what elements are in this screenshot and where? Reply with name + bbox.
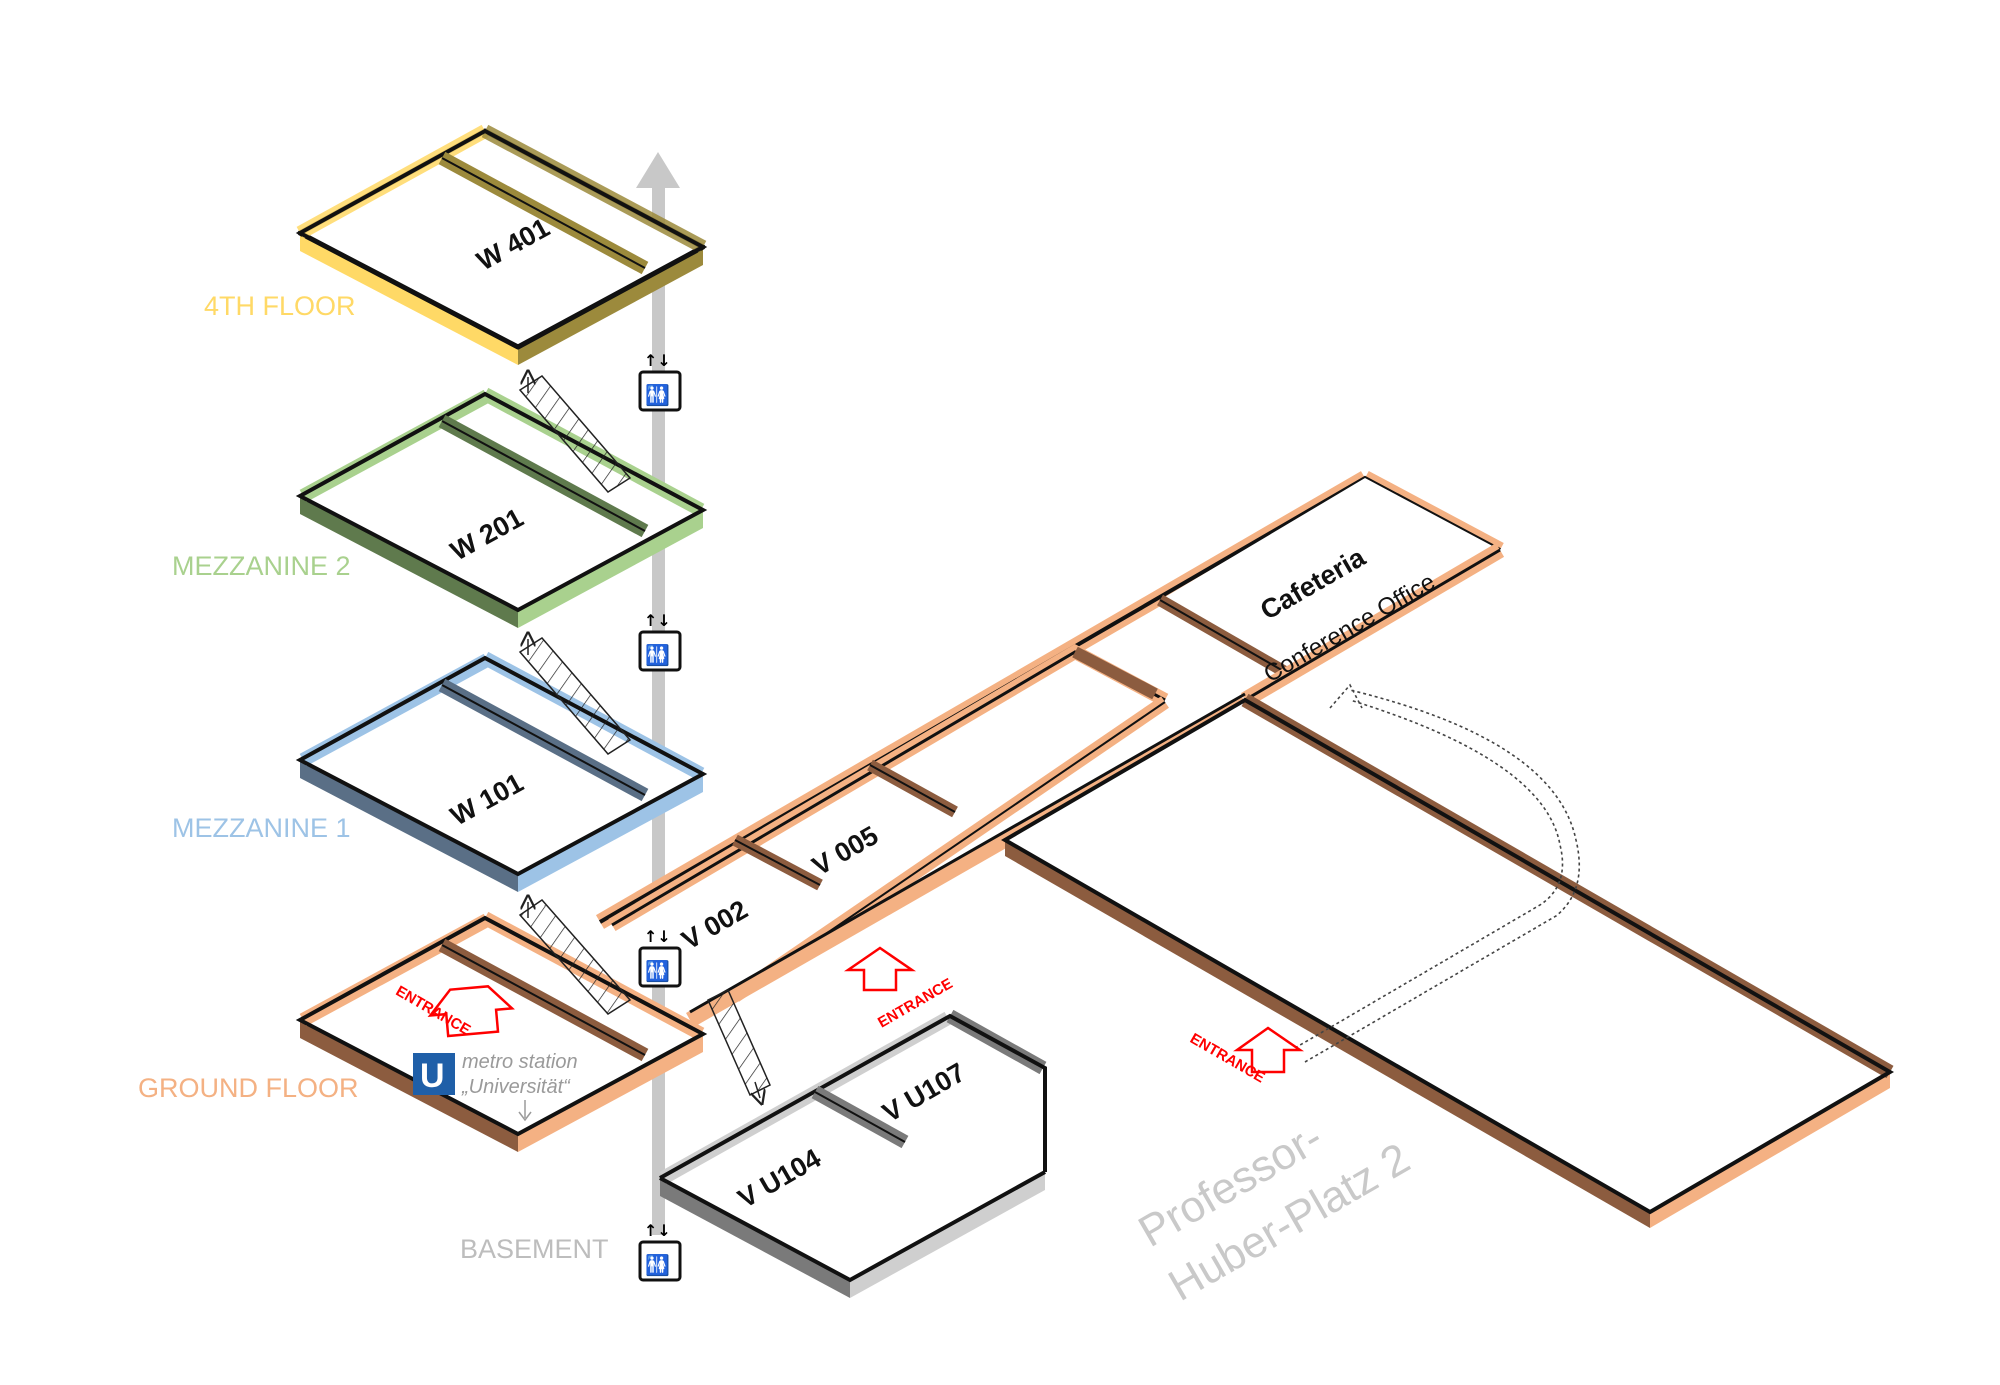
- floor-label-4th: 4TH FLOOR: [204, 291, 356, 321]
- svg-text:U: U: [420, 1057, 445, 1095]
- svg-text:🚻: 🚻: [645, 383, 670, 407]
- floor-label-mezzanine-2: MEZZANINE 2: [172, 551, 351, 581]
- floor-ground-hall: [1001, 683, 1894, 1228]
- floor-ground-corridor: V 002 V 005 Cafeteria Conference Office: [595, 470, 1505, 1027]
- floor-4th: W 401: [295, 124, 708, 365]
- entrance-arrow-icon: [427, 985, 515, 1038]
- floor-mezzanine-2: W 201: [295, 387, 708, 628]
- floor-label-basement: BASEMENT: [460, 1234, 609, 1264]
- elevator-icon[interactable]: ↑↓ 🚻: [638, 351, 682, 412]
- elevator-icon[interactable]: ↑↓ 🚻: [638, 927, 682, 988]
- floor-basement: V U104 V U107: [659, 1009, 1047, 1298]
- floor-label-ground: GROUND FLOOR: [138, 1073, 359, 1103]
- street-address: Professor- Huber-Platz 2: [1131, 1113, 1418, 1311]
- svg-text:↑↓: ↑↓: [644, 351, 671, 370]
- elevator-icon[interactable]: ↑↓ 🚻: [638, 1221, 682, 1282]
- metro-station[interactable]: U metro station „Universität“: [413, 1051, 578, 1122]
- entrance-arrow-icon: [1233, 1026, 1305, 1074]
- entrance-right[interactable]: ENTRANCE: [1187, 1026, 1305, 1086]
- floor-mezzanine-1: W 101: [295, 651, 708, 892]
- staircase-icon: [707, 988, 771, 1098]
- entrance-arrow-icon: [843, 946, 917, 992]
- floor-ground-wing: [295, 911, 708, 1152]
- metro-line-1: metro station: [462, 1051, 578, 1073]
- svg-text:↑↓: ↑↓: [644, 1221, 671, 1240]
- floor-label-mezzanine-1: MEZZANINE 1: [172, 813, 351, 843]
- staircase-icon: [518, 900, 632, 1015]
- svg-text:↑↓: ↑↓: [644, 927, 671, 946]
- elevator-icon[interactable]: ↑↓ 🚻: [638, 611, 682, 672]
- metro-u-icon: [413, 1053, 455, 1095]
- staircase-icon: [518, 376, 632, 493]
- svg-text:🚻: 🚻: [645, 959, 670, 983]
- staircase-icon: [518, 638, 632, 755]
- svg-text:🚻: 🚻: [645, 643, 670, 667]
- svg-text:🚻: 🚻: [645, 1253, 670, 1277]
- metro-line-2: „Universität“: [461, 1076, 571, 1098]
- svg-text:↑↓: ↑↓: [644, 611, 671, 630]
